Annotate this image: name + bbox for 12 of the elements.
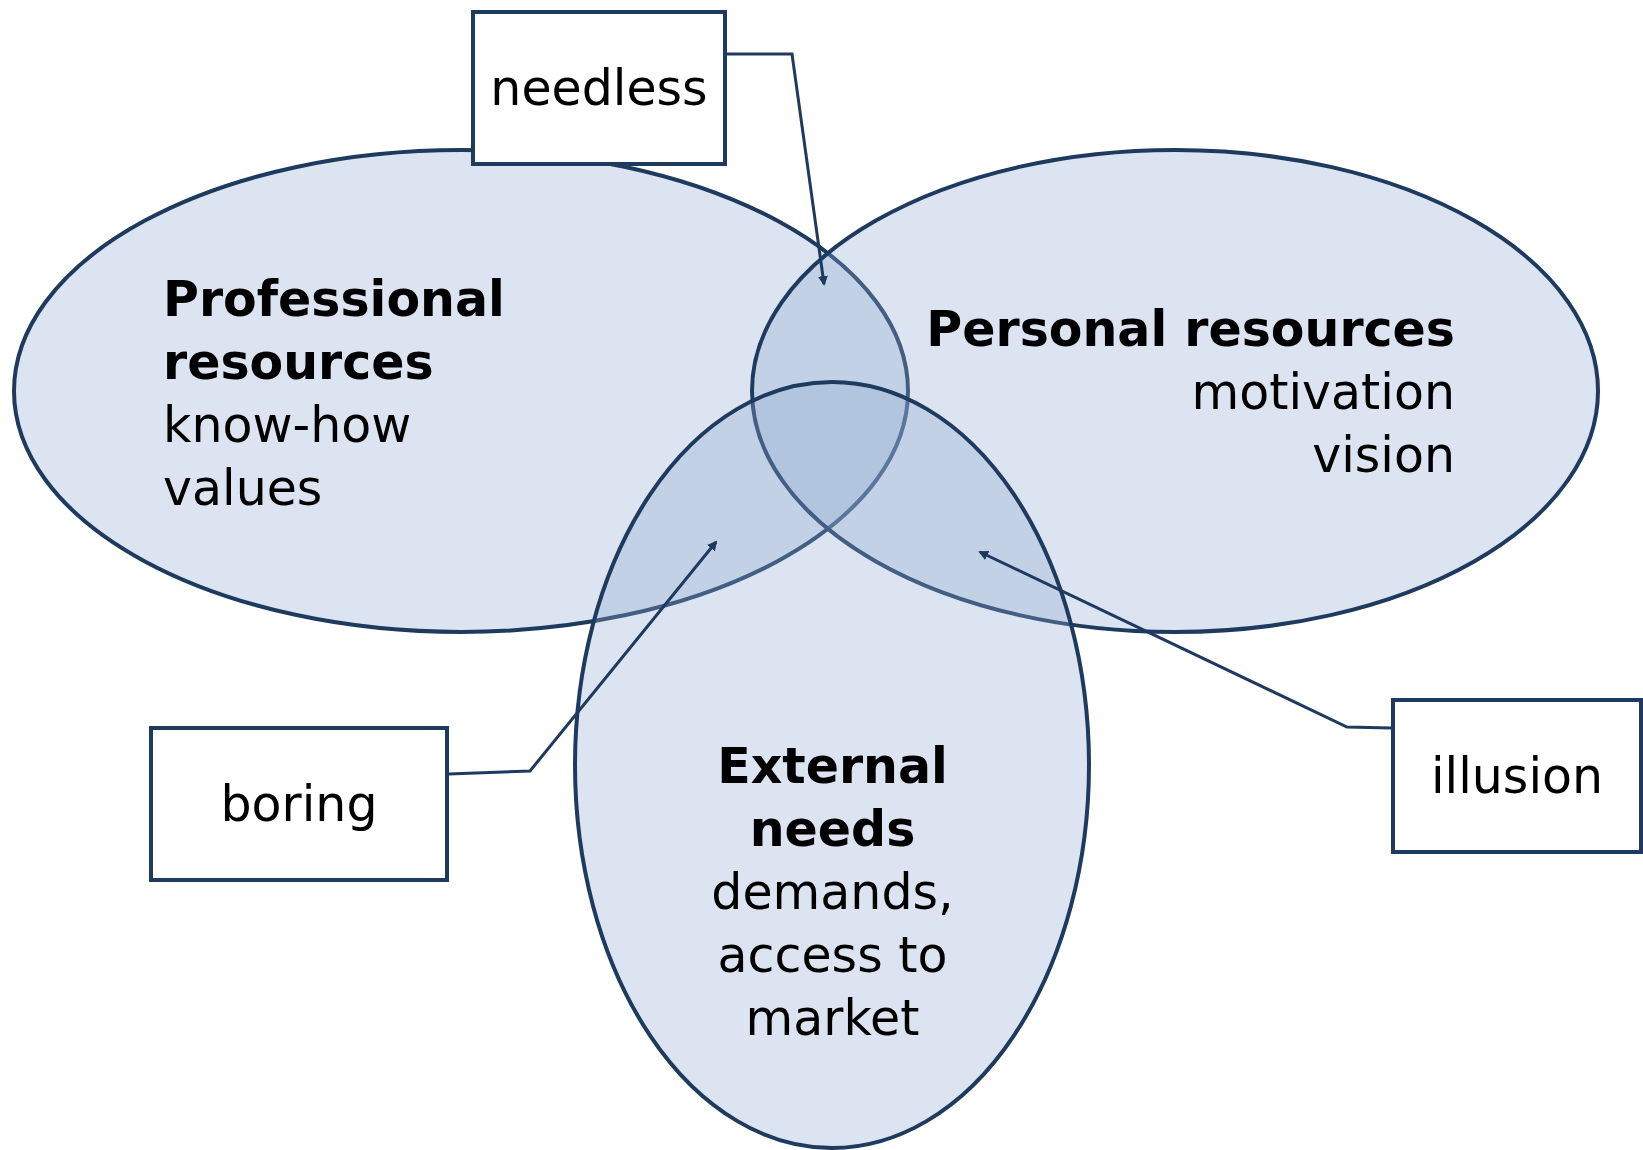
leader-line [448,540,718,776]
set-description: motivation [1190,363,1455,423]
set-description: values [163,459,324,519]
label-box: boring [149,726,449,882]
set-description: demands, access to market [710,863,955,1049]
label-box: illusion [1391,698,1643,854]
leader-line [727,52,828,286]
set-title: Personal resources [925,300,1455,360]
leader-line [978,550,1392,730]
set-description: vision [1311,426,1455,486]
set-description: know-how [163,396,413,456]
label-box: needless [471,10,727,166]
